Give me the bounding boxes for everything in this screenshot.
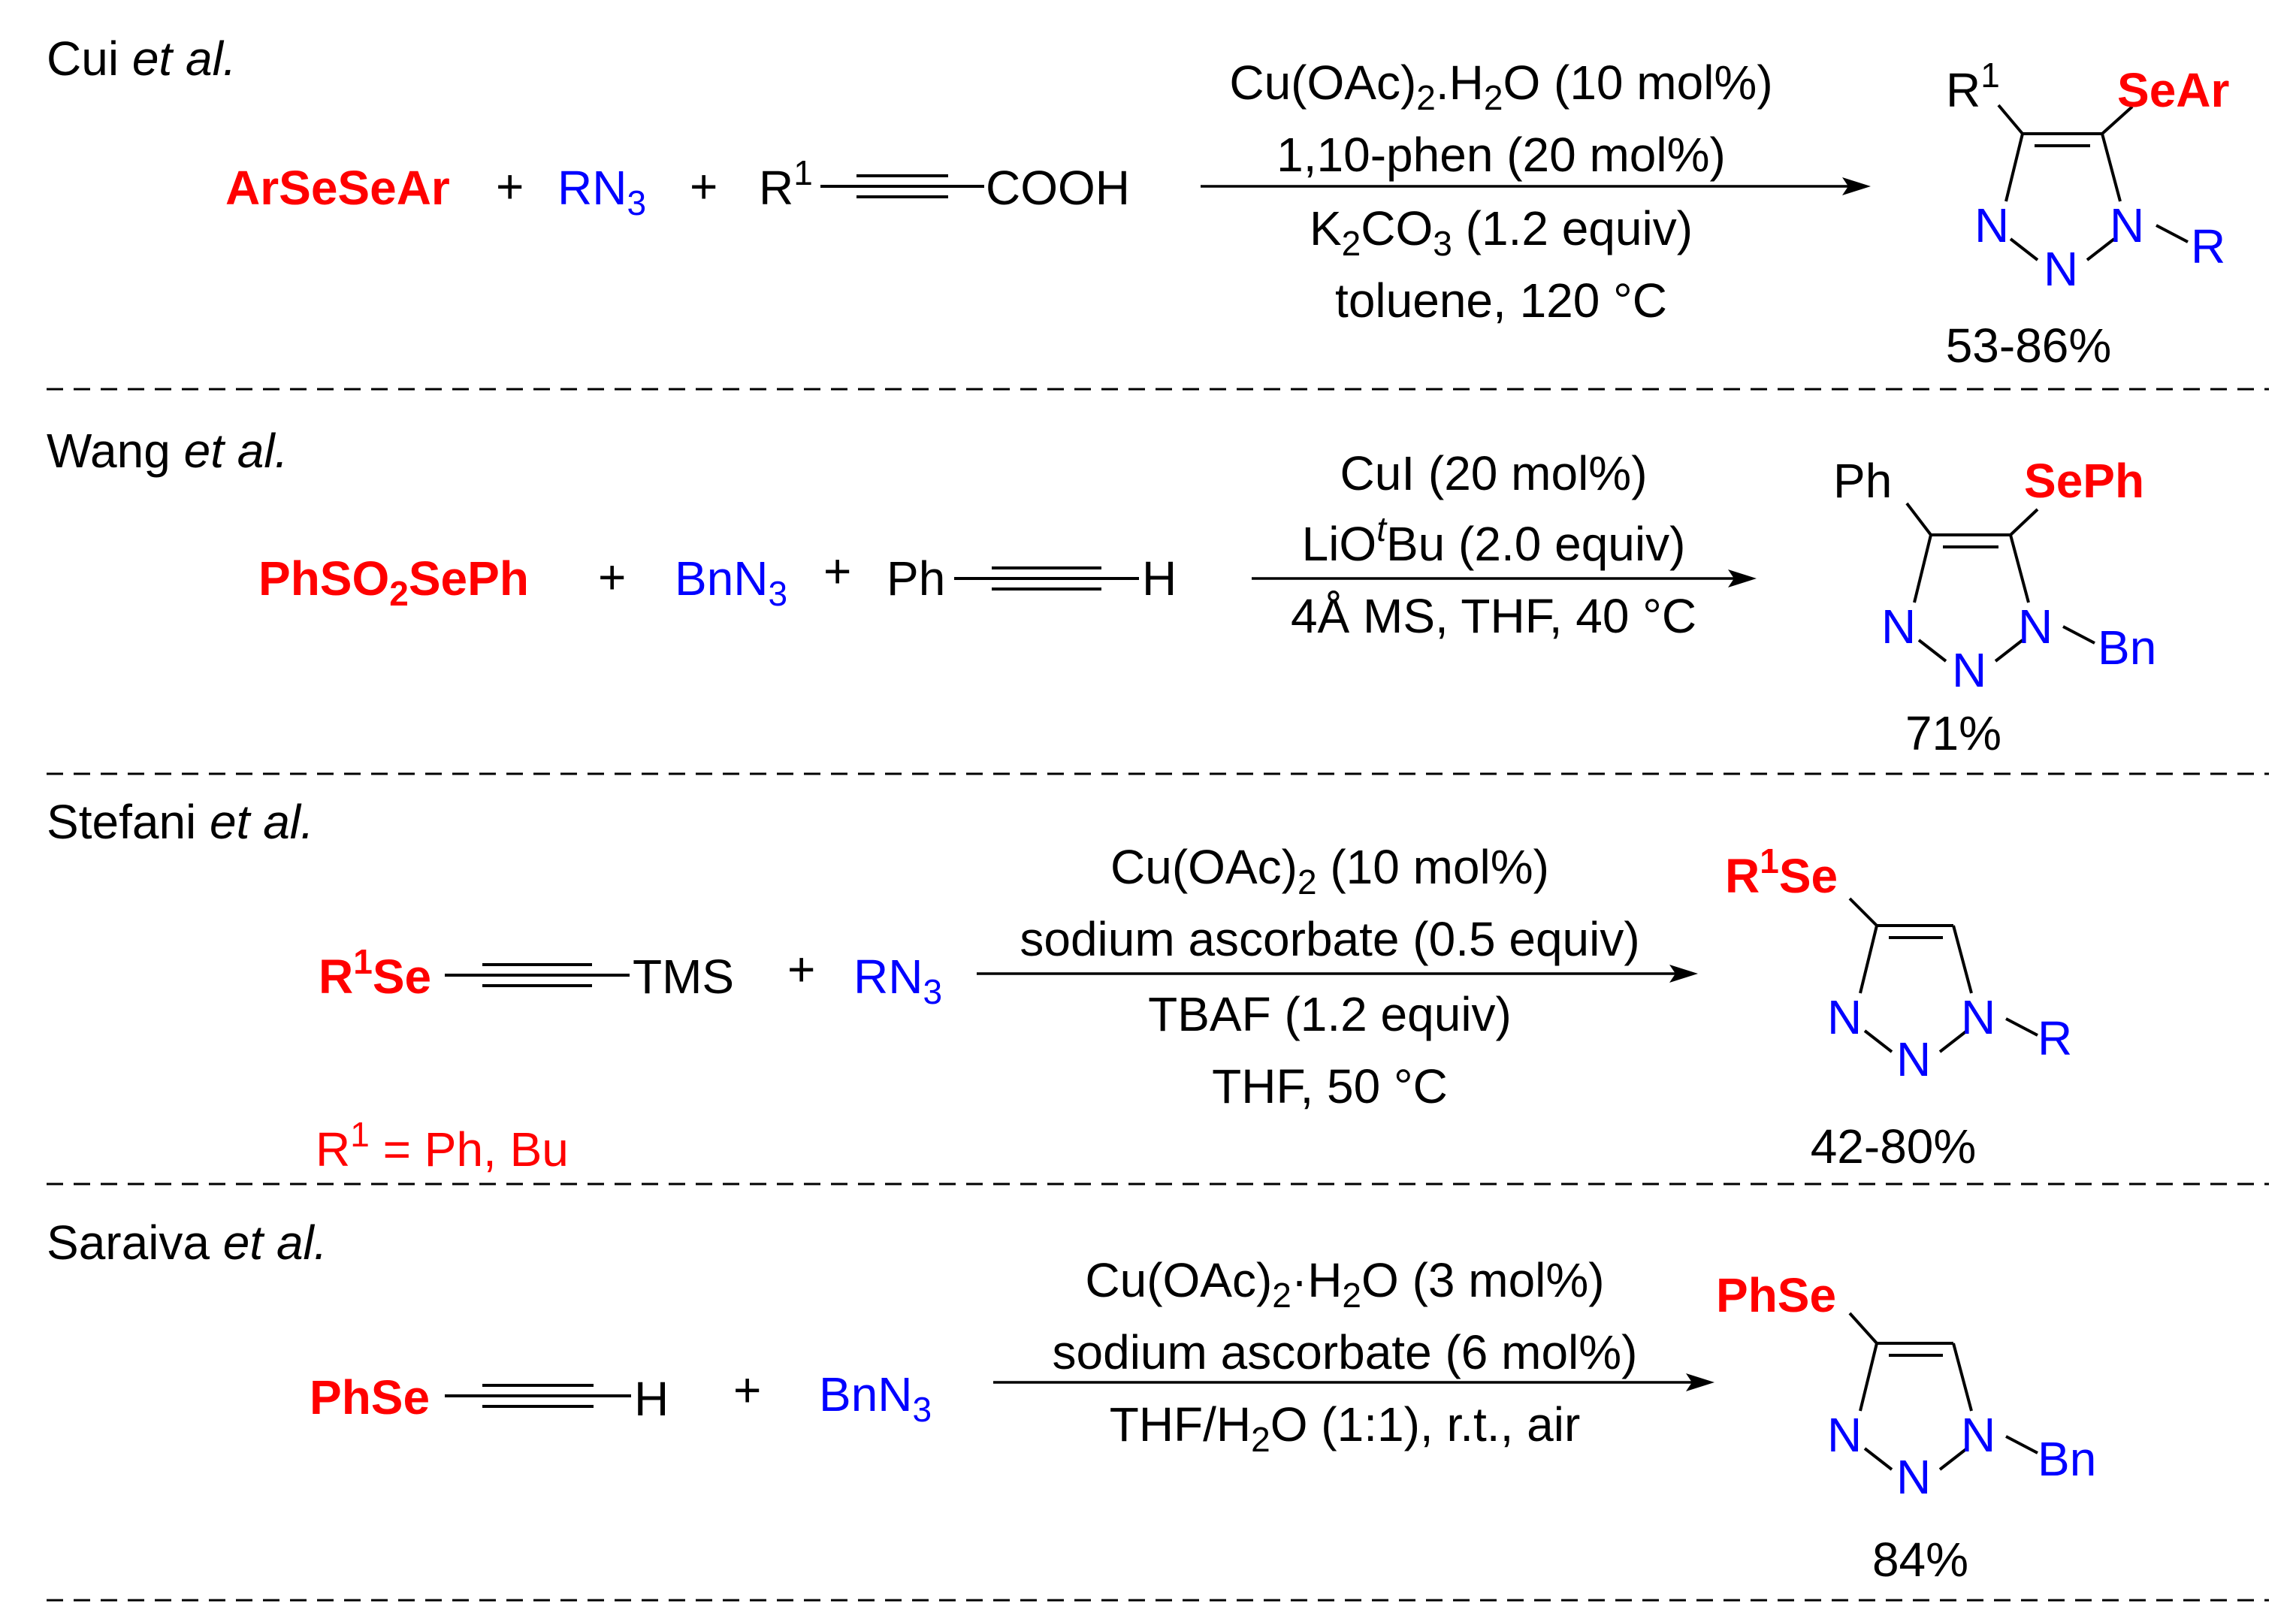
condition-catalyst: Cu(OAc)2 (10 mol%) bbox=[1110, 840, 1549, 902]
plus-sign: + bbox=[690, 159, 718, 213]
ring-nitrogen-2: N bbox=[2044, 242, 2078, 296]
arrowhead bbox=[1728, 569, 1757, 587]
triple-bond bbox=[954, 566, 1139, 591]
ring-nitrogen-2: N bbox=[1896, 1032, 1931, 1086]
alkyne-substituent: Ph bbox=[887, 551, 945, 606]
reaction-cui: Cui et al. ArSeSeAr + RN3 + R1 COOH Cu(O… bbox=[47, 32, 2229, 373]
condition-solvent-atmosphere: THF/H2O (1:1), r.t., air bbox=[1110, 1397, 1581, 1459]
ring-nitrogen-2: N bbox=[1952, 643, 1986, 697]
arrowhead bbox=[1686, 1373, 1714, 1391]
condition-reductant: sodium ascorbate (6 mol%) bbox=[1053, 1325, 1638, 1379]
substituent-4: R1Se bbox=[1725, 841, 1838, 903]
ring-nitrogen-3: N bbox=[1974, 198, 2009, 252]
silyl-group: TMS bbox=[633, 950, 734, 1004]
plus-sign: + bbox=[496, 159, 524, 213]
plus-sign: + bbox=[823, 544, 851, 598]
reaction-saraiva: Saraiva et al. PhSe H + BnN3 Cu(OAc)2·H2… bbox=[47, 1216, 2096, 1587]
alkyne-terminal-h: H bbox=[634, 1372, 669, 1426]
yield-label: 53-86% bbox=[1946, 319, 2112, 373]
yield-label: 84% bbox=[1872, 1533, 1968, 1587]
azide-reagent: BnN3 bbox=[819, 1367, 932, 1429]
substituent-definition: R1 = Ph, Bu bbox=[316, 1115, 569, 1176]
n1-substituent: Bn bbox=[2038, 1432, 2096, 1486]
ring-nitrogen-3: N bbox=[1827, 990, 1862, 1044]
alkyne-substituent: R1 bbox=[759, 153, 813, 215]
n1-substituent: R bbox=[2038, 1011, 2072, 1065]
condition-catalyst: Cu(OAc)2.H2O (10 mol%) bbox=[1229, 56, 1772, 117]
condition-catalyst: CuI (20 mol%) bbox=[1340, 446, 1648, 500]
triazole-product: Ph SePh N N N Bn bbox=[1833, 454, 2156, 697]
condition-fluoride-source: TBAF (1.2 equiv) bbox=[1148, 987, 1512, 1041]
arrowhead bbox=[1842, 177, 1871, 195]
carboxylic-acid-group: COOH bbox=[986, 161, 1130, 215]
triple-bond bbox=[445, 1384, 631, 1408]
azide-reagent: RN3 bbox=[853, 950, 942, 1011]
author-label: Stefani et al. bbox=[47, 795, 314, 849]
condition-ligand: 1,10-phen (20 mol%) bbox=[1276, 128, 1726, 182]
alkyne-terminal-h: H bbox=[1142, 551, 1177, 606]
triazole-product: R1Se N N N R bbox=[1725, 841, 2072, 1086]
triple-bond bbox=[445, 963, 630, 987]
plus-sign: + bbox=[733, 1363, 761, 1417]
substituent-4: PhSe bbox=[1716, 1268, 1836, 1322]
arrowhead bbox=[1669, 965, 1698, 983]
condition-solvent-temperature: toluene, 120 °C bbox=[1335, 273, 1667, 328]
n1-substituent: Bn bbox=[2098, 621, 2156, 675]
ring-nitrogen-1: N bbox=[1961, 1408, 1995, 1462]
yield-label: 71% bbox=[1905, 706, 2001, 760]
author-label: Wang et al. bbox=[47, 424, 288, 478]
plus-sign: + bbox=[787, 942, 815, 996]
diselenide-reagent: ArSeSeAr bbox=[225, 161, 450, 215]
azide-reagent: BnN3 bbox=[675, 551, 787, 613]
ring-nitrogen-3: N bbox=[1881, 600, 1916, 654]
ring-nitrogen-2: N bbox=[1896, 1450, 1931, 1504]
substituent-4: R1 bbox=[1946, 56, 2000, 117]
condition-solvent-temperature: THF, 50 °C bbox=[1212, 1059, 1448, 1113]
selenoalkyne-substituent: R1Se bbox=[319, 942, 431, 1004]
triple-bond bbox=[820, 174, 984, 198]
ring-nitrogen-1: N bbox=[2110, 198, 2144, 252]
selenoalkyne-substituent: PhSe bbox=[310, 1370, 430, 1424]
condition-base: LiOtBu (2.0 equiv) bbox=[1302, 509, 1686, 571]
azide-reagent: RN3 bbox=[557, 161, 646, 222]
reaction-stefani: Stefani et al. R1Se TMS + RN3 R1 = Ph, B… bbox=[47, 795, 2072, 1176]
condition-catalyst: Cu(OAc)2·H2O (3 mol%) bbox=[1085, 1253, 1604, 1315]
substituent-5: SeAr bbox=[2117, 63, 2229, 117]
condition-base: K2CO3 (1.2 equiv) bbox=[1310, 201, 1693, 263]
condition-additive-solvent: 4Å MS, THF, 40 °C bbox=[1291, 589, 1696, 643]
substituent-4: Ph bbox=[1833, 454, 1892, 508]
ring-nitrogen-3: N bbox=[1827, 1408, 1862, 1462]
ring-nitrogen-1: N bbox=[2018, 600, 2053, 654]
ring-nitrogen-1: N bbox=[1961, 990, 1995, 1044]
substituent-5: SePh bbox=[2024, 454, 2144, 508]
author-label: Cui et al. bbox=[47, 32, 237, 86]
triazole-product: R1 SeAr N N N R bbox=[1946, 56, 2229, 296]
n1-substituent: R bbox=[2191, 219, 2225, 273]
reaction-wang: Wang et al. PhSO2SePh + BnN3 + Ph H CuI … bbox=[47, 424, 2156, 760]
author-label: Saraiva et al. bbox=[47, 1216, 328, 1270]
selenosulfonate-reagent: PhSO2SePh bbox=[258, 551, 529, 613]
triazole-product: PhSe N N N Bn bbox=[1716, 1268, 2096, 1504]
yield-label: 42-80% bbox=[1811, 1119, 1977, 1173]
plus-sign: + bbox=[598, 550, 626, 604]
condition-reductant: sodium ascorbate (0.5 equiv) bbox=[1020, 912, 1639, 966]
